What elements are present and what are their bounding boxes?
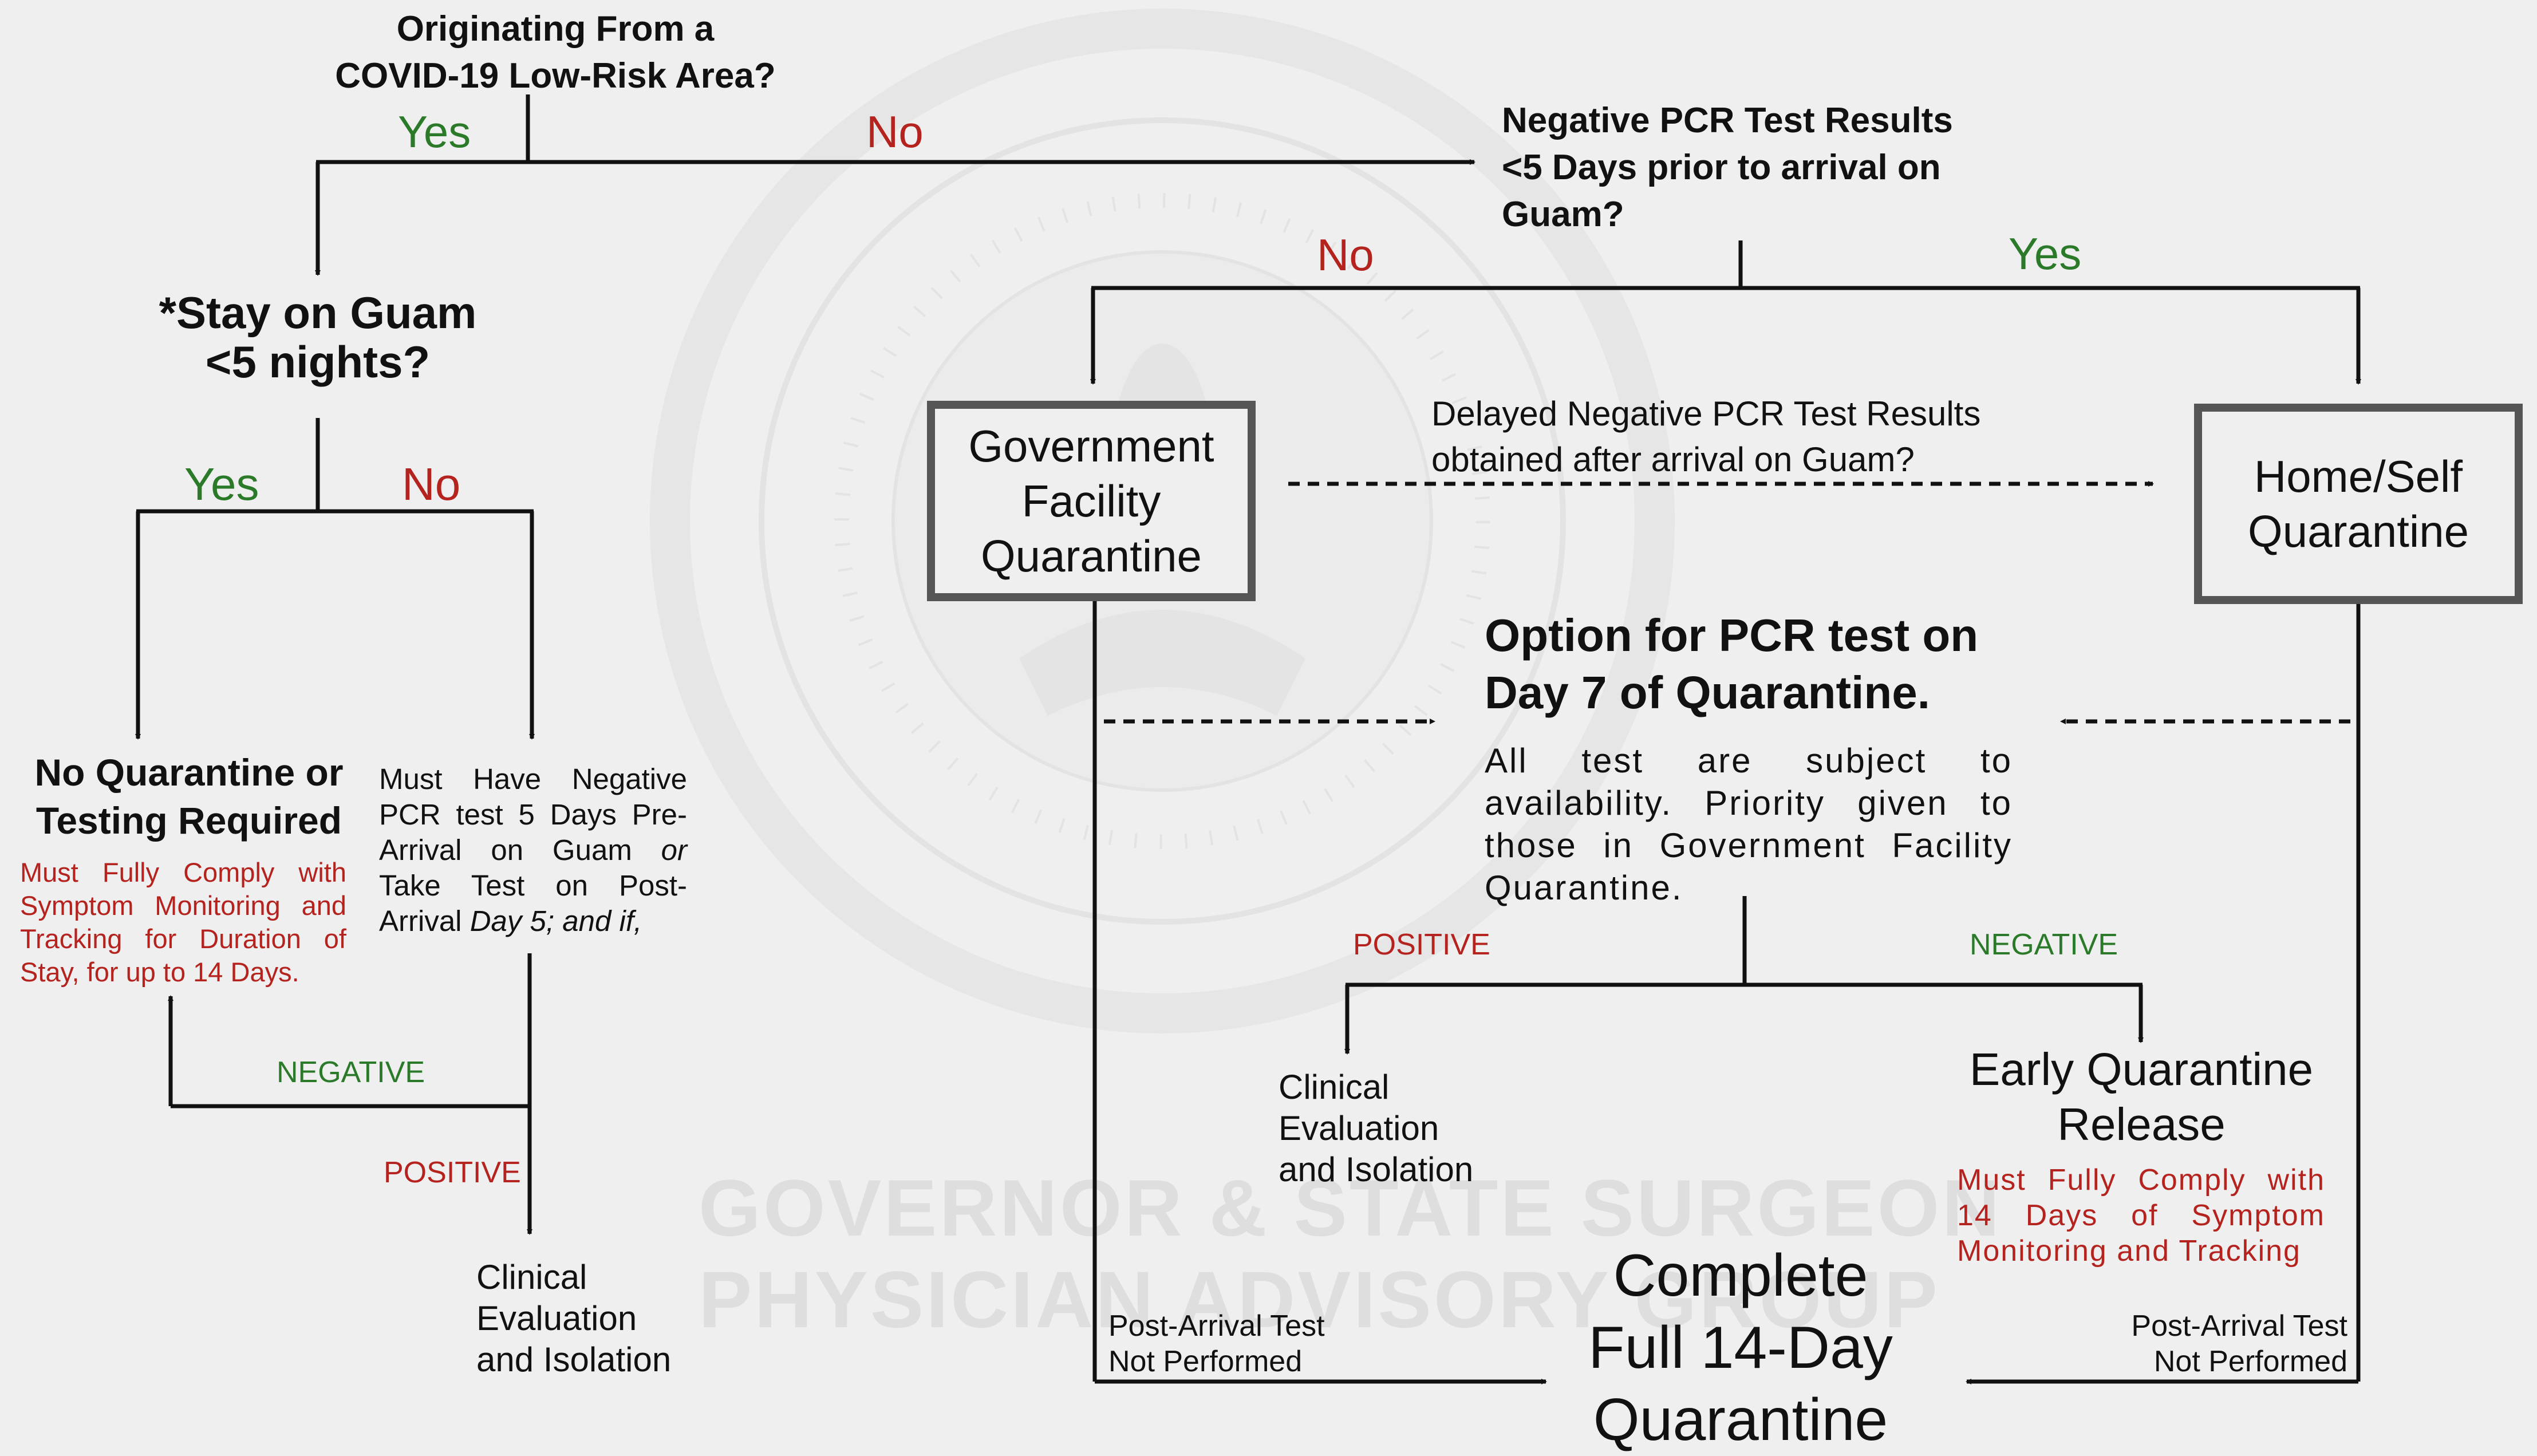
early-quarantine-release: Early Quarantine Release [1969,1044,2314,1150]
pcr-no-label: No [1317,230,1374,280]
early-release-note: Must Fully Comply with 14 Days of Sympto… [1957,1163,2325,1268]
stay-question: *Stay on Guam <5 nights? [159,287,477,387]
no-quarantine-note: Must Fully Comply with Symptom Monitorin… [20,857,346,987]
left-clinical-evaluation: Clinical Evaluation and Isolation [476,1258,672,1379]
left-negative-label: NEGATIVE [277,1056,425,1089]
advisory-group-watermark: GOVERNOR & STATE SURGEON PHYSICIAN ADVIS… [699,1162,2002,1345]
option-pcr-note: All test are subject to availability. Pr… [1485,741,2013,907]
watermark-line-1: GOVERNOR & STATE SURGEON [699,1163,2002,1253]
option-pcr-title: Option for PCR test on Day 7 of Quaranti… [1485,610,1979,718]
no-quarantine-title: No Quarantine or Testing Required [34,751,344,842]
post-arrival-right: Post-Arrival Test Not Performed [2131,1309,2347,1378]
post-arrival-left: Post-Arrival Test Not Performed [1108,1309,1325,1378]
must-have-pcr-part-1: Must Have Negative PCR test 5 Days Pre-A… [379,763,687,866]
complete-full-quarantine: Complete Full 14-Day Quarantine [1588,1242,1893,1453]
start-no-label: No [866,106,924,157]
gov-facility-quarantine-box: Government Facility Quarantine [927,401,1256,601]
must-have-pcr-or: or [661,834,687,866]
right-clinical-evaluation: Clinical Evaluation and Isolation [1279,1068,1474,1189]
pcr-yes-label: Yes [2009,228,2082,279]
left-positive-label: POSITIVE [384,1156,521,1189]
right-positive-label: POSITIVE [1353,928,1490,961]
start-yes-label: Yes [398,106,471,157]
gov-facility-label: Government Facility Quarantine [968,421,1214,581]
must-have-pcr-part-2: Take Test on Post-Arrival [379,869,687,937]
must-have-pcr-text: Must Have Negative PCR test 5 Days Pre-A… [379,761,687,939]
pcr-question: Negative PCR Test Results <5 Days prior … [1502,101,1953,234]
home-self-quarantine-box: Home/Self Quarantine [2194,404,2523,604]
home-self-label: Home/Self Quarantine [2248,451,2469,557]
right-negative-label: NEGATIVE [1970,928,2118,961]
delayed-pcr-question: Delayed Negative PCR Test Results obtain… [1431,394,1981,479]
stay-no-label: No [402,459,461,510]
must-have-pcr-day5: Day 5; and if, [469,905,642,937]
stay-yes-label: Yes [184,459,259,510]
watermark-line-2: PHYSICIAN ADVISORY GROUP [699,1254,1940,1344]
start-question: Originating From a COVID-19 Low-Risk Are… [335,9,776,96]
